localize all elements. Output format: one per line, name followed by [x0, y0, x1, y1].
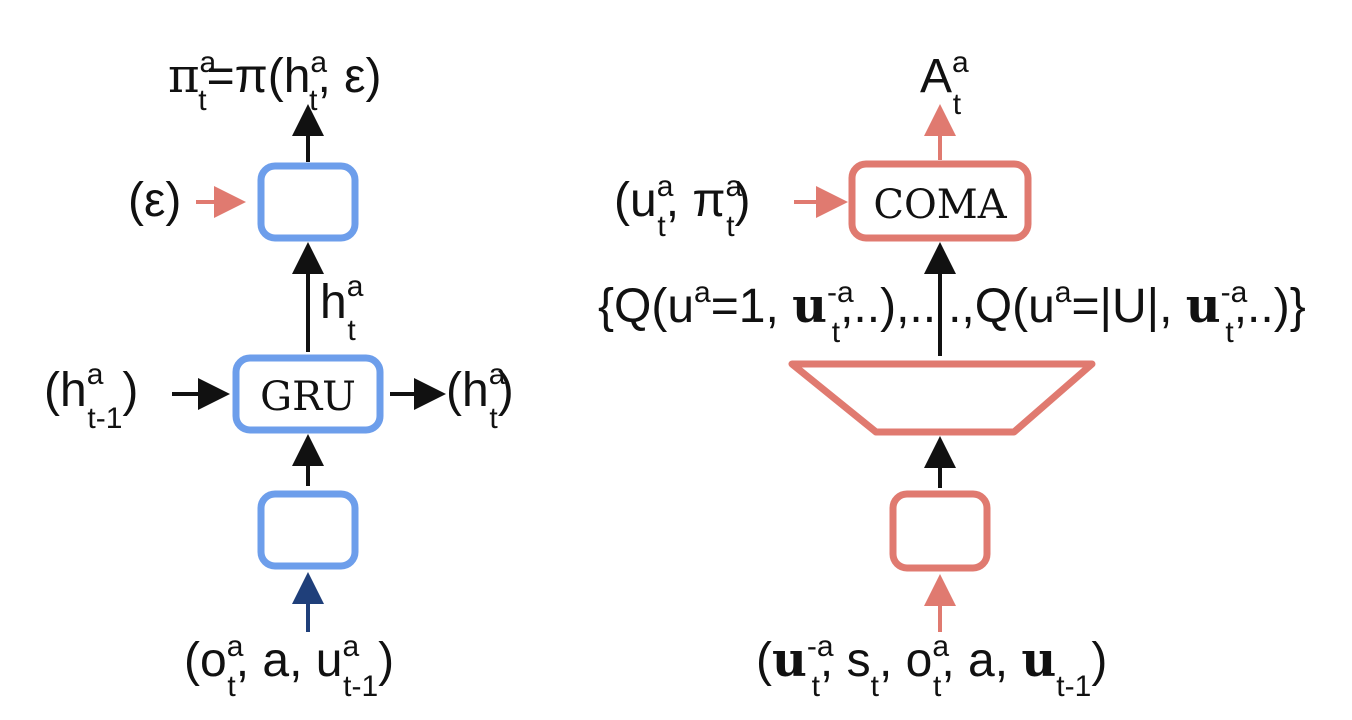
gru-label: GRU — [260, 374, 356, 420]
coma-box — [848, 160, 1032, 242]
policy-head-box — [257, 162, 359, 242]
critic-input-box — [889, 490, 991, 572]
coma-label: COMA — [873, 182, 1007, 228]
critic-trapezoid — [788, 360, 1096, 436]
gru-box — [232, 354, 384, 434]
input-layer-box — [257, 490, 359, 570]
epsilon-input-label: (ε) — [128, 174, 181, 227]
